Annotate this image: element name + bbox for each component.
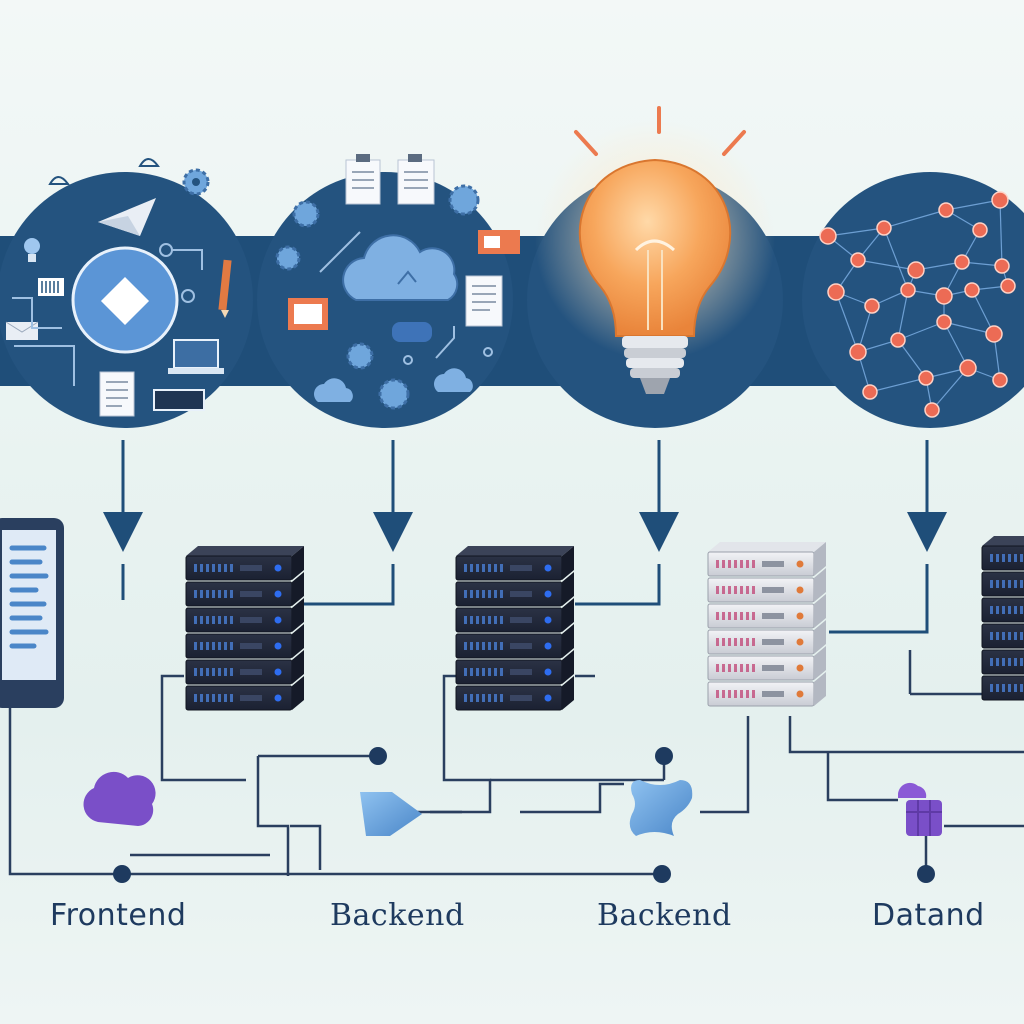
network-node <box>827 283 845 301</box>
network-node <box>900 282 916 298</box>
frontend-icon-cluster <box>5 158 232 417</box>
server-rack-icon <box>185 546 304 711</box>
barcode-icon <box>38 278 64 296</box>
orange-card-icon <box>288 230 520 330</box>
network-edge <box>857 259 917 271</box>
network-edge <box>945 199 1001 211</box>
label-frontend: Frontend <box>50 898 187 933</box>
network-edge <box>835 291 859 353</box>
label-backend-1: Backend <box>330 898 465 933</box>
down-arrow-backend-2 <box>575 440 679 606</box>
server-rack-icon <box>981 536 1024 701</box>
bow-shape-icon <box>629 780 693 836</box>
purple-cube-icon <box>898 782 942 836</box>
network-node <box>1000 278 1016 294</box>
play-shape-icon <box>360 792 422 836</box>
network-node <box>991 191 1009 209</box>
label-data: Datand <box>872 898 985 933</box>
network-edge <box>897 321 945 341</box>
down-arrow-frontend <box>103 440 143 600</box>
network-icon <box>819 191 1016 418</box>
gear-icon <box>182 168 210 196</box>
network-node <box>935 287 953 305</box>
network-edge <box>883 209 947 229</box>
network-node <box>985 325 1003 343</box>
cloud-small-icon <box>314 368 473 402</box>
clipboard-icon-1 <box>345 154 381 205</box>
label-backend-2: Backend <box>597 898 732 933</box>
network-node <box>849 343 867 361</box>
network-node <box>907 261 925 279</box>
network-node <box>936 314 952 330</box>
connection-dots <box>113 747 935 883</box>
network-node <box>994 258 1010 274</box>
network-node <box>938 202 954 218</box>
lightbulb-small-icon <box>24 238 40 262</box>
network-node <box>850 252 866 268</box>
network-node <box>918 370 934 386</box>
network-node <box>890 332 906 348</box>
network-node <box>959 359 977 377</box>
bell-icon <box>48 158 160 185</box>
network-edge <box>931 367 969 411</box>
network-node <box>954 254 970 270</box>
network-edge <box>827 227 885 237</box>
lightbulb-icon <box>535 106 775 394</box>
network-node <box>964 282 980 298</box>
network-node <box>992 372 1008 388</box>
flow-wire-icon <box>319 231 493 365</box>
network-node <box>819 227 837 245</box>
network-node <box>862 384 878 400</box>
network-node <box>924 402 940 418</box>
network-node <box>864 298 880 314</box>
document-icon <box>465 275 503 327</box>
network-edge <box>999 199 1003 267</box>
laptop-icon <box>153 339 224 411</box>
envelope-icon <box>5 321 39 340</box>
server-rack-icon <box>455 546 574 711</box>
flow-wire-icon <box>12 243 203 386</box>
cloud-icon <box>342 234 459 301</box>
network-node <box>876 220 892 236</box>
gear-icon <box>275 184 480 410</box>
paper-plane-icon <box>98 198 156 236</box>
document-icon <box>99 371 135 417</box>
down-arrow-backend-1 <box>303 440 413 606</box>
network-edge <box>897 339 927 379</box>
clipboard-icon-2 <box>397 154 435 205</box>
purple-cloud-icon <box>83 771 156 826</box>
server-rack-icon <box>707 542 826 707</box>
network-edge <box>869 377 927 393</box>
network-edge <box>897 289 909 341</box>
app-button-icon <box>71 246 179 354</box>
server-racks <box>185 536 1024 711</box>
smartphone-icon <box>0 518 64 708</box>
down-arrow-data <box>829 440 947 634</box>
pencil-icon <box>218 259 232 318</box>
backend-1-icon-cluster <box>275 154 520 410</box>
network-node <box>972 222 988 238</box>
connector-pill-icon <box>392 322 432 342</box>
light-ray-icon <box>574 106 746 156</box>
network-edge <box>883 227 909 291</box>
